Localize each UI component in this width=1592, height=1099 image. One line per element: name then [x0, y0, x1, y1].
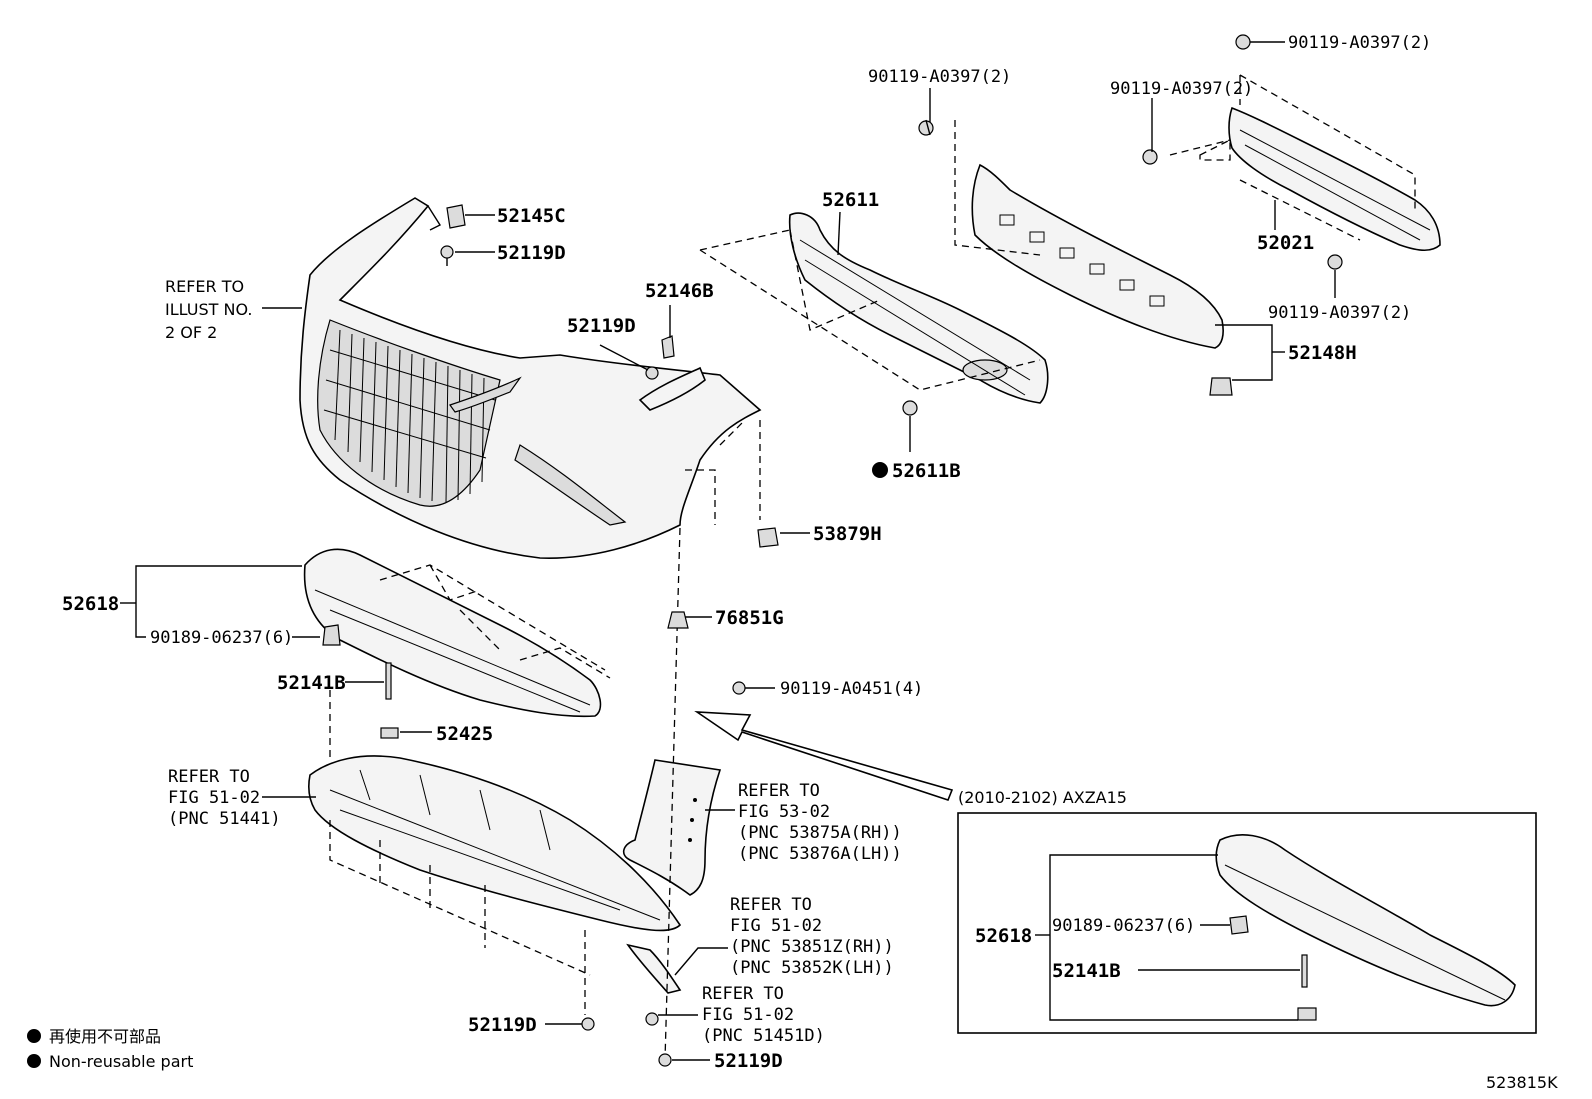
refer-fig5302-line4: (PNC 53876A(LH))	[738, 844, 902, 864]
label-52119D-c: 52119D	[468, 1014, 537, 1036]
inset-label-52618: 52618	[975, 925, 1032, 947]
label-53879H: 53879H	[813, 523, 882, 545]
inset-label-52141B: 52141B	[1052, 960, 1121, 982]
part-52148H-illustration	[971, 163, 1224, 349]
inset-pin-icon	[1301, 954, 1308, 988]
refer-fig5302-line3: (PNC 53875A(RH))	[738, 823, 902, 843]
refer-illust-line1: REFER TO	[165, 277, 244, 296]
label-90119-top-mid: 90119-A0397(2)	[1110, 79, 1253, 99]
label-52611B: 52611B	[892, 460, 961, 482]
label-52618: 52618	[62, 593, 119, 615]
part-52611-illustration	[788, 212, 1049, 404]
splash-shield-illustration	[626, 943, 682, 994]
variant-label: (2010-2102) AXZA15	[958, 788, 1127, 807]
refer-fig5102a-line3: (PNC 51441)	[168, 809, 281, 829]
label-52611: 52611	[822, 189, 879, 211]
refer-illust-line2: ILLUST NO.	[165, 300, 252, 319]
refer-fig5102b-line4: (PNC 53852K(LH))	[730, 958, 894, 978]
variant-inset-box	[957, 812, 1537, 1034]
part-52618-illustration	[303, 548, 602, 718]
refer-illust-line3: 2 OF 2	[165, 323, 217, 342]
refer-fig5102a-line1: REFER TO	[168, 767, 250, 787]
label-76851G: 76851G	[715, 607, 784, 629]
legend-bullet-1	[27, 1029, 41, 1043]
label-90119-right: 90119-A0397(2)	[1268, 303, 1411, 323]
label-52148H: 52148H	[1288, 342, 1357, 364]
inset-retainer-icon	[1297, 1007, 1317, 1021]
label-90189: 90189-06237(6)	[150, 628, 293, 648]
refer-fig5102c-line1: REFER TO	[702, 984, 784, 1004]
label-52119D-a: 52119D	[497, 242, 566, 264]
label-52425: 52425	[436, 723, 493, 745]
label-90119-top-right: 90119-A0397(2)	[1288, 33, 1431, 53]
label-52146B: 52146B	[645, 280, 714, 302]
legend-bullet-2	[27, 1054, 41, 1068]
inset-52618-illustration	[1215, 834, 1516, 1007]
fender-liner-illustration	[622, 759, 722, 896]
callout-labels: REFER TO ILLUST NO. 2 OF 2 52145C 52119D…	[27, 33, 1558, 1092]
label-52141B: 52141B	[277, 672, 346, 694]
label-90119-top-left: 90119-A0397(2)	[868, 67, 1011, 87]
refer-fig5102c-line2: FIG 51-02	[702, 1005, 794, 1025]
refer-fig5102a-line2: FIG 51-02	[168, 788, 260, 808]
legend-line-english: Non-reusable part	[49, 1052, 193, 1071]
inset-label-90189: 90189-06237(6)	[1052, 916, 1195, 936]
bumper-cover-illustration	[299, 197, 762, 559]
label-52145C: 52145C	[497, 205, 566, 227]
refer-fig5102b-line2: FIG 51-02	[730, 916, 822, 936]
under-cover-illustration	[308, 755, 682, 932]
label-52119D-d: 52119D	[714, 1050, 783, 1072]
non-reusable-mark-52611B	[872, 462, 888, 478]
refer-fig5102b-line3: (PNC 53851Z(RH))	[730, 937, 894, 957]
fastener-icons	[322, 34, 1343, 1067]
refer-fig5102b-line1: REFER TO	[730, 895, 812, 915]
refer-fig5302-line2: FIG 53-02	[738, 802, 830, 822]
legend-line-japanese: 再使用不可部品	[49, 1027, 161, 1046]
label-52119D-b: 52119D	[567, 315, 636, 337]
variant-arrow	[694, 711, 954, 801]
label-52021: 52021	[1257, 232, 1314, 254]
inset-clip-icon	[1229, 915, 1249, 935]
refer-fig5102c-line3: (PNC 51451D)	[702, 1026, 825, 1046]
leader-lines	[120, 41, 1336, 1061]
refer-fig5302-line1: REFER TO	[738, 781, 820, 801]
figure-id: 523815K	[1486, 1073, 1558, 1092]
part-52021-illustration	[1228, 106, 1441, 252]
label-90119-A0451: 90119-A0451(4)	[780, 679, 923, 699]
